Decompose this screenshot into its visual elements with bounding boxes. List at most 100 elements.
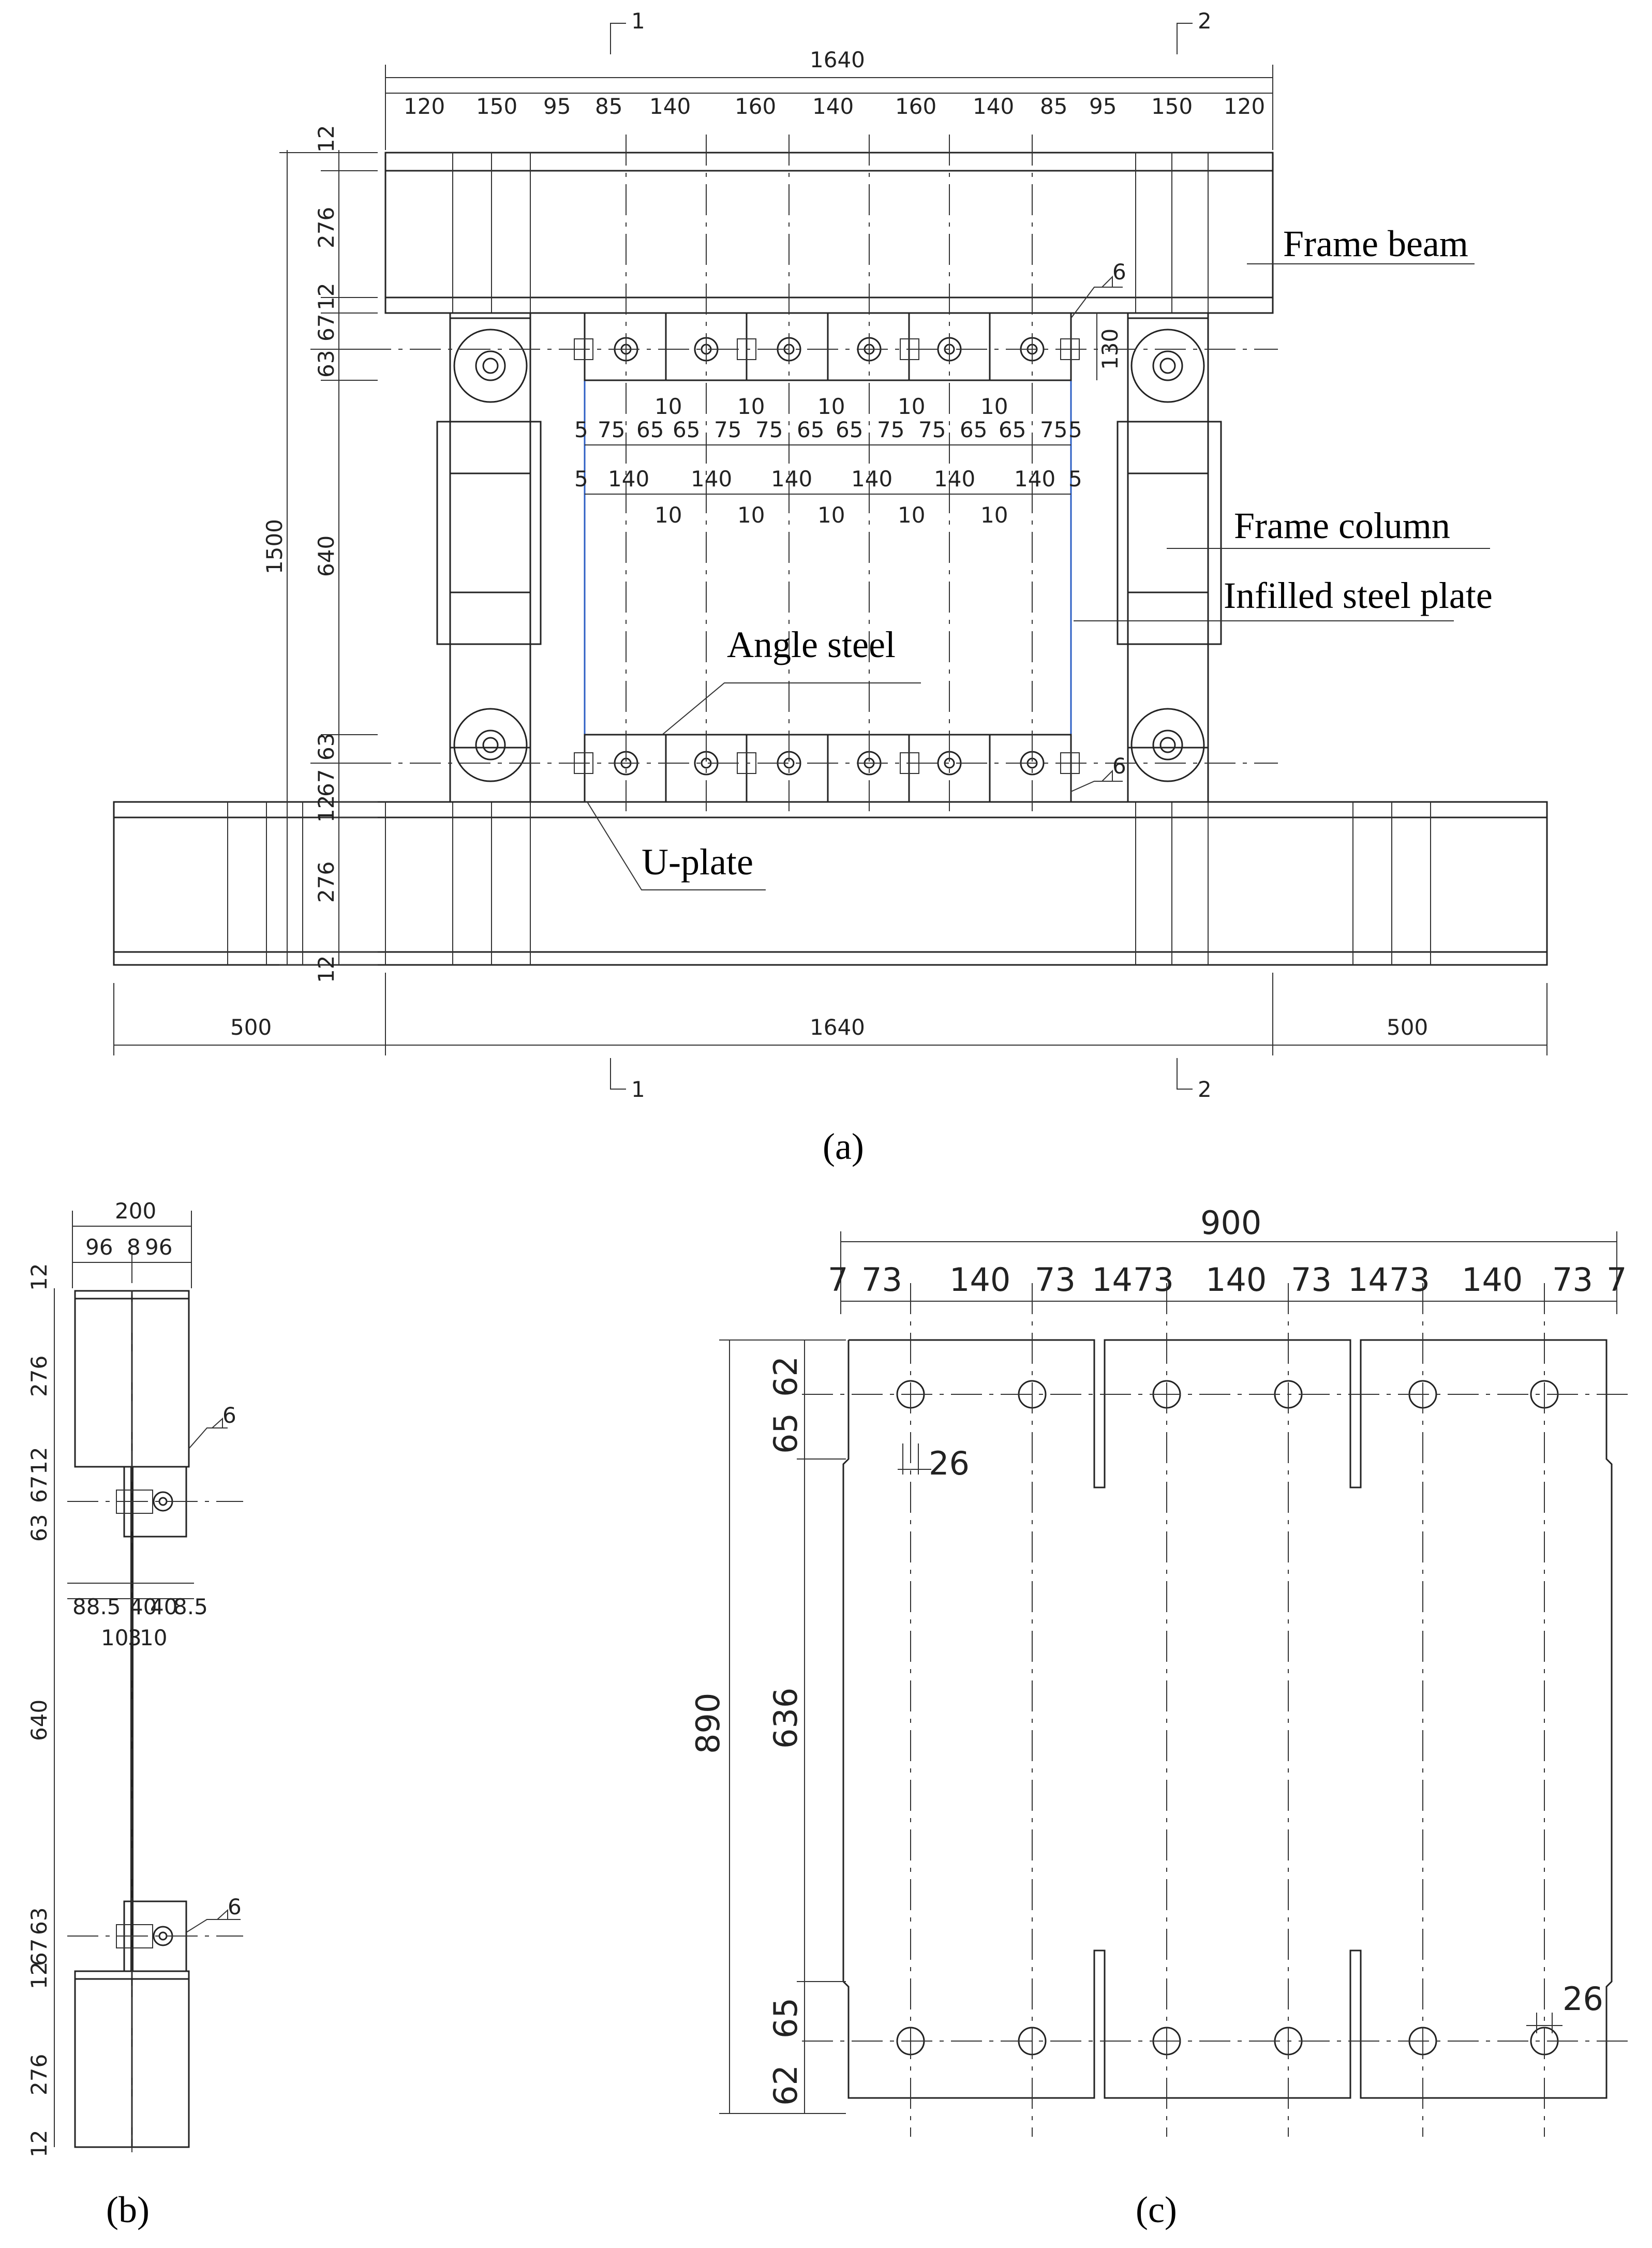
svg-text:75: 75 <box>755 417 783 442</box>
svg-text:65: 65 <box>960 417 987 442</box>
bottom-center-dim: 1640 <box>810 1015 865 1040</box>
svg-text:63: 63 <box>314 350 339 378</box>
svg-text:140: 140 <box>1205 1261 1267 1299</box>
svg-text:7: 7 <box>828 1261 848 1299</box>
svg-text:14: 14 <box>1092 1261 1133 1299</box>
svg-text:40: 40 <box>150 1594 177 1619</box>
svg-text:73: 73 <box>1389 1261 1430 1299</box>
overall-width-label: 1640 <box>810 47 865 72</box>
svg-text:276: 276 <box>314 207 339 248</box>
svg-text:67: 67 <box>314 314 339 341</box>
svg-text:160: 160 <box>735 94 776 119</box>
weld-leader-bottom <box>1070 781 1123 792</box>
svg-text:75: 75 <box>1040 417 1067 442</box>
svg-text:85: 85 <box>1040 94 1067 119</box>
angle-steel-label: Angle steel <box>727 624 896 665</box>
svg-text:150: 150 <box>1151 94 1193 119</box>
svg-text:7: 7 <box>1606 1261 1627 1299</box>
svg-text:12: 12 <box>26 1263 52 1291</box>
svg-text:10: 10 <box>980 502 1008 528</box>
svg-text:95: 95 <box>543 94 571 119</box>
svg-text:40: 40 <box>129 1594 157 1619</box>
connection-row-bottom <box>574 734 1080 803</box>
svg-text:65: 65 <box>636 417 664 442</box>
svg-text:67: 67 <box>26 1476 52 1503</box>
svg-text:10: 10 <box>654 502 682 528</box>
svg-text:140: 140 <box>851 466 892 492</box>
svg-text:10: 10 <box>898 394 925 419</box>
svg-text:276: 276 <box>26 1356 52 1397</box>
left-dimension-column: 12 276 12 67 63 640 63 67 12 276 12 1500… <box>262 125 1123 983</box>
svg-text:10: 10 <box>737 502 765 528</box>
tens-upper: 10 10 10 10 10 <box>654 394 1008 419</box>
svg-text:12: 12 <box>314 283 339 310</box>
b-width: 200 <box>115 1198 156 1224</box>
svg-text:75: 75 <box>877 417 904 442</box>
total-height: 1500 <box>262 519 287 574</box>
connection-row-top <box>574 312 1080 381</box>
svg-text:65: 65 <box>999 417 1026 442</box>
dimension-row-1: 5 75 65 65 75 75 65 65 75 75 65 65 75 5 <box>574 417 1082 442</box>
svg-text:10: 10 <box>898 502 925 528</box>
svg-text:3: 3 <box>128 1625 142 1650</box>
u-plate-leader <box>587 801 766 890</box>
panel-a: 1 2 1 2 1640 1640 500 500 120 150 95 85 … <box>113 8 1548 1167</box>
svg-text:5: 5 <box>1068 466 1082 492</box>
svg-text:276: 276 <box>26 2054 52 2095</box>
svg-text:140: 140 <box>649 94 691 119</box>
svg-text:88.5: 88.5 <box>72 1594 121 1619</box>
svg-text:73: 73 <box>1133 1261 1174 1299</box>
c-hole-top: 26 <box>929 1445 970 1482</box>
svg-text:96: 96 <box>145 1234 172 1260</box>
section-mark-2-top: 2 <box>1198 8 1212 34</box>
weld-size-top: 6 <box>1112 259 1126 285</box>
c-overall-width: 900 <box>1200 1204 1261 1242</box>
svg-text:10: 10 <box>817 394 845 419</box>
svg-text:85: 85 <box>595 94 622 119</box>
svg-text:140: 140 <box>934 466 975 492</box>
svg-text:640: 640 <box>314 535 339 577</box>
svg-text:5: 5 <box>1068 417 1082 442</box>
svg-text:10: 10 <box>737 394 765 419</box>
svg-text:67: 67 <box>26 1939 52 1966</box>
infilled-steel-plate <box>584 312 1072 803</box>
frame-beam-label: Frame beam <box>1283 223 1468 264</box>
top-dimension-row: 120 150 95 85 140 160 140 160 140 85 95 … <box>404 94 1265 119</box>
svg-text:5: 5 <box>574 417 588 442</box>
svg-text:160: 160 <box>895 94 936 119</box>
bottom-right-dim: 500 <box>1387 1015 1428 1040</box>
svg-text:12: 12 <box>314 125 339 153</box>
frame-column-right <box>1117 312 1222 803</box>
panel-c: 900 7 73 140 73 14 73 140 73 14 73 140 7… <box>689 1204 1630 2230</box>
svg-text:10: 10 <box>980 394 1008 419</box>
svg-text:62: 62 <box>767 2065 805 2106</box>
svg-text:640: 640 <box>26 1700 52 1741</box>
svg-text:120: 120 <box>404 94 445 119</box>
svg-text:12: 12 <box>314 795 339 823</box>
svg-text:140: 140 <box>812 94 854 119</box>
svg-text:140: 140 <box>771 466 812 492</box>
c-height: 890 <box>689 1693 727 1754</box>
svg-text:276: 276 <box>314 861 339 903</box>
caption-a: (a) <box>823 1126 864 1167</box>
right-dim-130: 130 <box>1097 329 1123 370</box>
svg-text:5: 5 <box>574 466 588 492</box>
svg-text:6: 6 <box>222 1403 236 1428</box>
u-plate-label: U-plate <box>642 841 753 883</box>
panel-b: 200 96 8 96 12 276 12 67 63 640 63 67 12… <box>26 1198 243 2230</box>
caption-b: (b) <box>106 2189 150 2230</box>
svg-text:63: 63 <box>26 1514 52 1542</box>
svg-text:75: 75 <box>918 417 946 442</box>
svg-text:96: 96 <box>85 1234 113 1260</box>
svg-text:63: 63 <box>314 733 339 761</box>
svg-text:140: 140 <box>973 94 1014 119</box>
section-mark-1-top: 1 <box>631 8 645 34</box>
svg-text:14: 14 <box>1348 1261 1389 1299</box>
angle-steel-leader <box>662 682 921 735</box>
svg-text:63: 63 <box>26 1908 52 1935</box>
c-top-dims: 7 73 140 73 14 73 140 73 14 73 140 73 7 <box>828 1261 1627 1299</box>
svg-text:120: 120 <box>1224 94 1265 119</box>
section-mark-1-bottom: 1 <box>631 1077 645 1102</box>
weld-leader-top <box>1070 287 1123 319</box>
